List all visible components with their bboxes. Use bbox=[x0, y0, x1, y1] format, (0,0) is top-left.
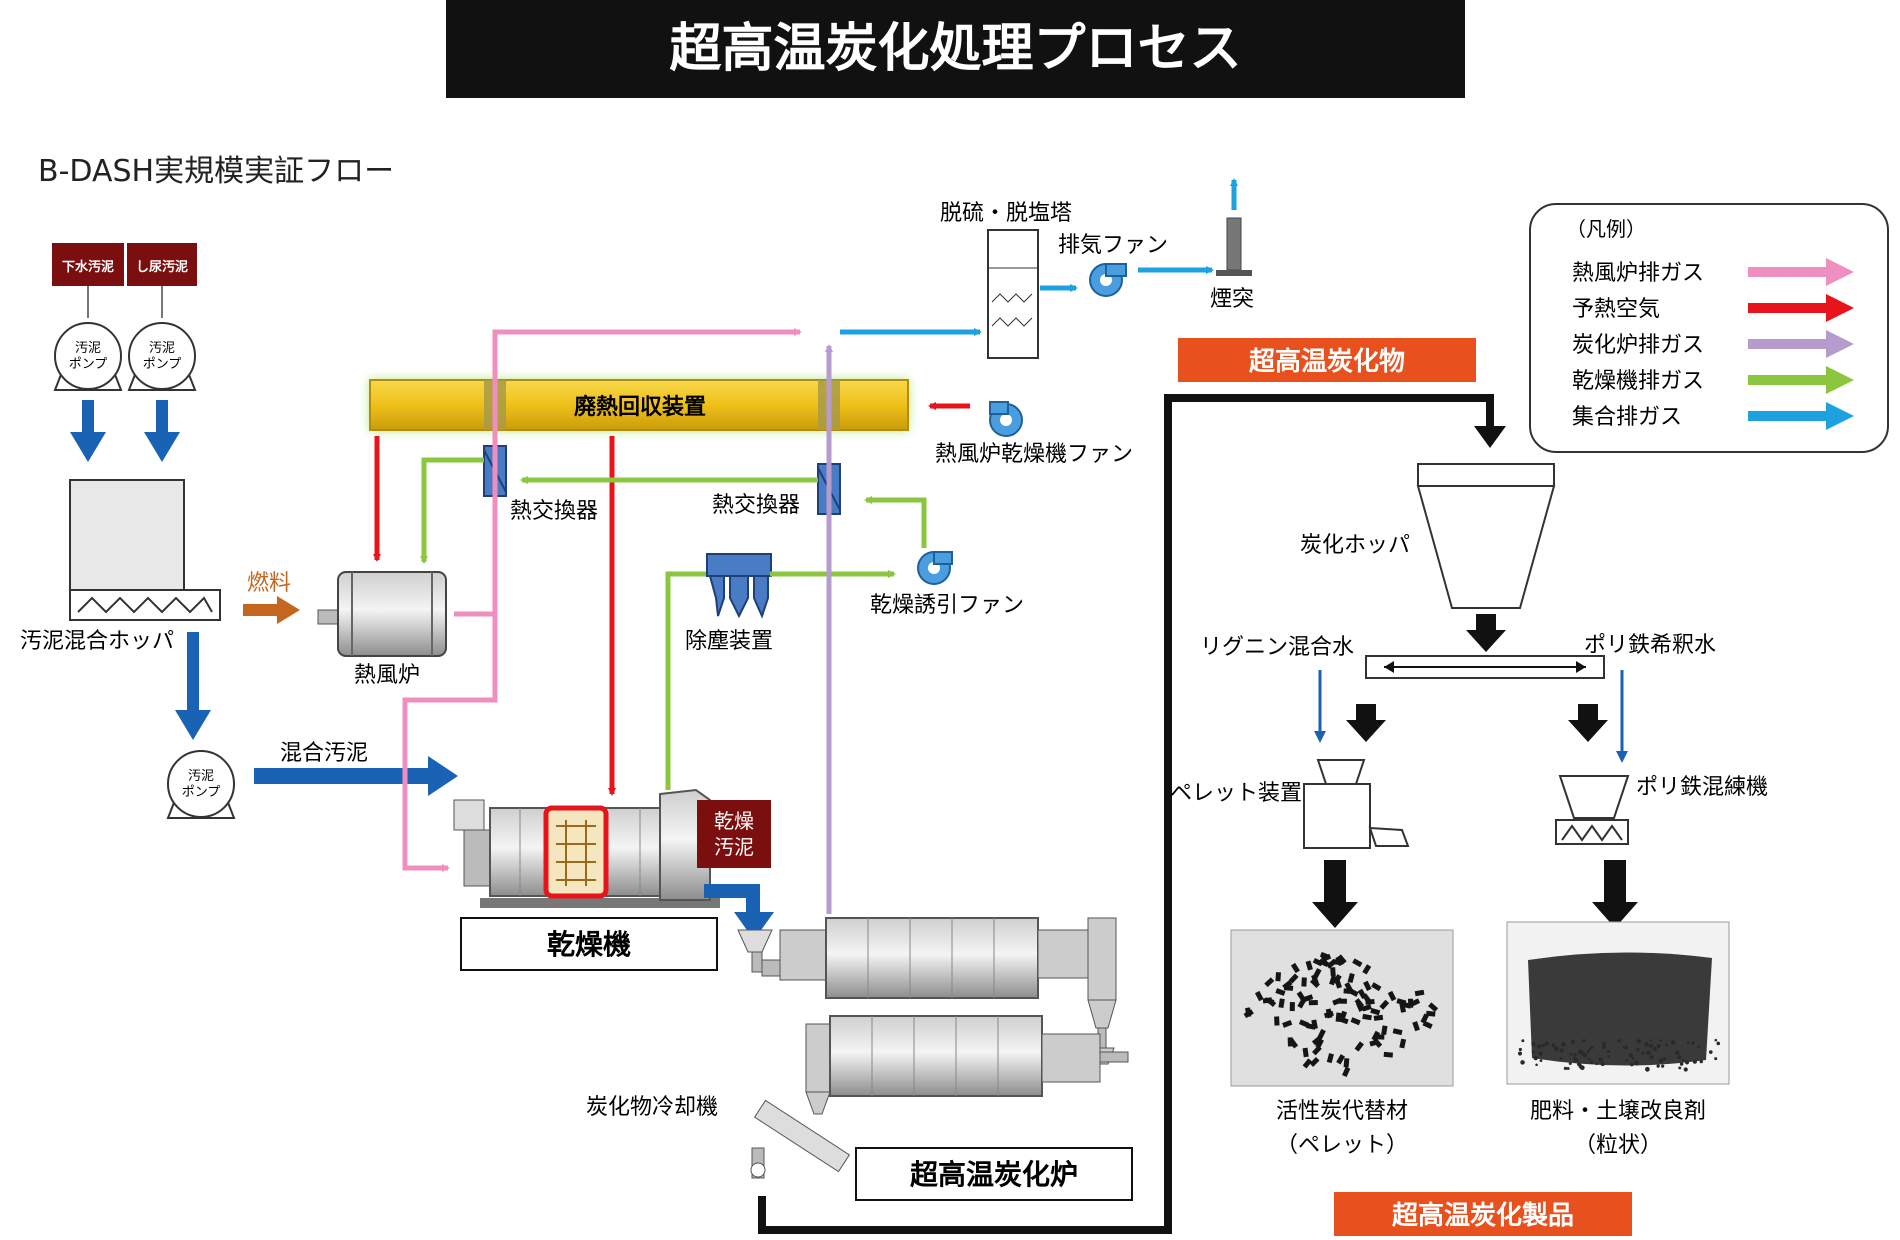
fuel-arrow bbox=[243, 596, 300, 624]
final-products-badge bbox=[1334, 1192, 1632, 1236]
fertilizer-label-2: （粒状） bbox=[1574, 1133, 1662, 1158]
carbonizer-label-box bbox=[855, 1147, 1133, 1201]
desulfurization-tower-label: 脱硫・脱塩塔 bbox=[940, 201, 1072, 226]
dryer-label: 乾燥機 bbox=[547, 928, 631, 961]
pump-3-label-1: 汚泥 bbox=[188, 769, 214, 784]
granular-product-photo bbox=[1506, 921, 1730, 1085]
pump-1-label-1: 汚泥 bbox=[75, 341, 101, 356]
char-output-line bbox=[758, 394, 1494, 1234]
pump-2-label-2: ポンプ bbox=[143, 357, 182, 372]
mixed-sludge-pump: 汚泥 ポンプ bbox=[166, 750, 236, 819]
conveyor-down-arrows bbox=[1346, 704, 1608, 742]
legend-title: （凡例） bbox=[1566, 217, 1646, 241]
night-soil-sludge-label: し尿汚泥 bbox=[136, 259, 188, 275]
carbonizer-furnace bbox=[737, 917, 1129, 1115]
legend-item-swatch bbox=[1748, 303, 1828, 313]
polyferric-kneader bbox=[1555, 775, 1630, 845]
legend-item-arrowhead bbox=[1826, 294, 1854, 322]
dried-sludge-arrow bbox=[704, 884, 774, 940]
dryer-induced-fan-label: 乾燥誘引ファン bbox=[870, 593, 1024, 618]
dryer-exhaust-flow bbox=[420, 457, 927, 790]
combined-exhaust-flow bbox=[840, 178, 1238, 336]
char-product-label: 超高温炭化物 bbox=[1249, 346, 1405, 377]
dust-collector bbox=[706, 553, 772, 619]
pellet-machine-label: ペレット装置 bbox=[1170, 781, 1302, 806]
fertilizer-label-1: 肥料・土壌改良剤 bbox=[1530, 1099, 1706, 1124]
mixed-sludge-arrow bbox=[254, 756, 458, 796]
carbonizer-label: 超高温炭化炉 bbox=[910, 1158, 1078, 1191]
hopper-down-arrow bbox=[1466, 614, 1506, 652]
char-hopper-label: 炭化ホッパ bbox=[1300, 533, 1410, 558]
dryer-machine bbox=[453, 788, 720, 908]
sludge-pump-2: 汚泥 ポンプ bbox=[127, 322, 197, 391]
heat-exchanger-right-label: 熱交換器 bbox=[712, 493, 800, 518]
machine-down-arrows bbox=[1312, 860, 1638, 928]
chimney-label: 煙突 bbox=[1210, 287, 1254, 312]
legend-item-label: 集合排ガス bbox=[1572, 405, 1682, 430]
dried-sludge-label-1: 乾燥 bbox=[714, 809, 754, 833]
dryer-induced-fan bbox=[917, 551, 953, 585]
legend-item-arrowhead bbox=[1826, 258, 1854, 286]
sludge-flow-arrow-down bbox=[175, 632, 211, 740]
sludge-flow-arrows-top bbox=[70, 400, 180, 462]
legend-item-swatch bbox=[1748, 375, 1828, 385]
pump-3-label-2: ポンプ bbox=[182, 785, 221, 800]
polyferric-water-label: ポリ鉄希釈水 bbox=[1584, 633, 1716, 658]
activated-carbon-label-2: （ペレット） bbox=[1276, 1133, 1408, 1158]
mixing-hopper-label: 汚泥混合ホッパ bbox=[20, 629, 174, 654]
hot-air-furnace-label: 熱風炉 bbox=[354, 663, 420, 688]
legend-item-swatch bbox=[1748, 339, 1828, 349]
char-product-badge bbox=[1178, 338, 1476, 382]
activated-carbon-label-1: 活性炭代替材 bbox=[1276, 1099, 1408, 1124]
pump-2-label-1: 汚泥 bbox=[149, 341, 175, 356]
hot-air-furnace bbox=[317, 571, 447, 657]
waste-heat-recovery-label: 廃熱回収装置 bbox=[574, 394, 706, 420]
desulfurization-tower bbox=[987, 229, 1039, 359]
sewage-sludge-label: 下水汚泥 bbox=[62, 259, 114, 275]
legend-item-arrowhead bbox=[1826, 366, 1854, 394]
legend-item-label: 炭化炉排ガス bbox=[1572, 333, 1704, 358]
char-cooler bbox=[750, 1099, 851, 1179]
dust-collector-label: 除塵装置 bbox=[685, 629, 773, 654]
pellet-machine bbox=[1303, 759, 1410, 849]
hot-air-exhaust-flow bbox=[402, 328, 802, 872]
sewage-sludge-source: 下水汚泥 bbox=[52, 243, 124, 286]
dried-sludge-label-2: 汚泥 bbox=[714, 835, 754, 859]
char-output-arrowhead bbox=[1474, 426, 1506, 448]
legend-item-arrowhead bbox=[1826, 402, 1854, 430]
distribution-conveyor bbox=[1365, 655, 1605, 679]
legend-item-label: 乾燥機排ガス bbox=[1572, 369, 1704, 394]
furnace-dryer-fan bbox=[989, 401, 1023, 437]
heat-exchanger-left-label: 熱交換器 bbox=[510, 499, 598, 524]
page-title: 超高温炭化処理プロセス bbox=[446, 0, 1465, 98]
chimney bbox=[1216, 217, 1252, 276]
furnace-dryer-fan-label: 熱風炉乾燥機ファン bbox=[935, 442, 1133, 467]
polyferric-kneader-label: ポリ鉄混練機 bbox=[1636, 775, 1768, 800]
waste-heat-recovery-unit bbox=[369, 379, 909, 431]
mixing-hopper bbox=[69, 479, 221, 621]
char-cooler-label: 炭化物冷却機 bbox=[586, 1095, 718, 1120]
pump-1-label-2: ポンプ bbox=[69, 357, 108, 372]
sludge-pump-1: 汚泥 ポンプ bbox=[53, 322, 123, 391]
char-hopper bbox=[1416, 463, 1556, 609]
fuel-label: 燃料 bbox=[247, 571, 291, 596]
exhaust-fan-label: 排気ファン bbox=[1058, 233, 1168, 258]
diagram-subtitle: B-DASH実規模実証フロー bbox=[38, 154, 395, 189]
final-products-label: 超高温炭化製品 bbox=[1392, 1200, 1574, 1231]
exhaust-fan bbox=[1089, 263, 1127, 297]
legend-item-arrowhead bbox=[1826, 330, 1854, 358]
legend-item-swatch bbox=[1748, 267, 1828, 277]
legend-item-label: 熱風炉排ガス bbox=[1572, 261, 1704, 286]
dryer-label-box bbox=[460, 917, 718, 971]
mixed-sludge-label: 混合汚泥 bbox=[280, 741, 368, 766]
pellet-product-photo bbox=[1230, 929, 1454, 1087]
preheated-air-flow bbox=[373, 402, 970, 796]
legend-item-label: 予熱空気 bbox=[1572, 297, 1660, 322]
lignin-water-label: リグニン混合水 bbox=[1200, 635, 1354, 660]
dried-sludge-badge: 乾燥 汚泥 bbox=[697, 800, 771, 868]
legend-item-swatch bbox=[1748, 411, 1828, 421]
night-soil-sludge-source: し尿汚泥 bbox=[127, 243, 197, 286]
